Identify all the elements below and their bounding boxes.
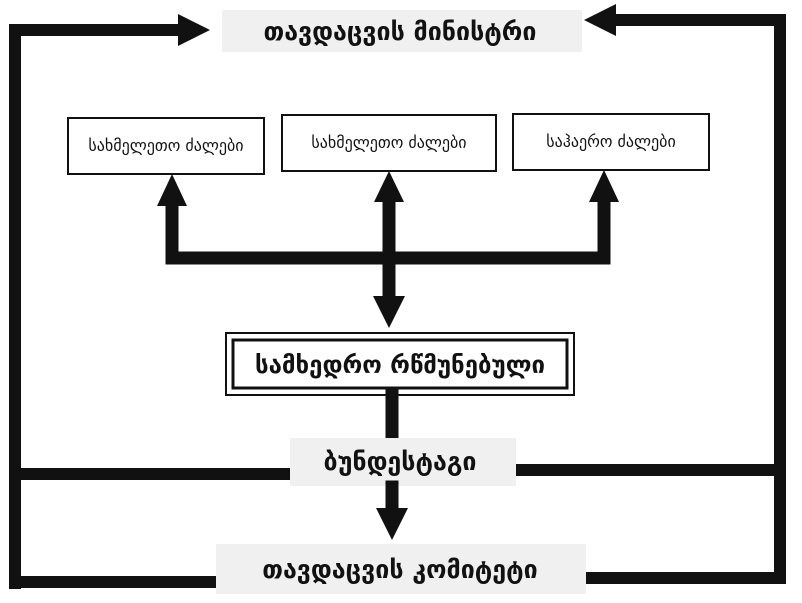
center-box-inner — [231, 338, 569, 390]
top-right-arrowhead — [584, 4, 616, 36]
branch-label-2: სახმელეთო ძალები — [311, 133, 466, 152]
bottom-label-background — [216, 544, 586, 594]
branch-arrowhead-center — [374, 171, 404, 202]
center-box-outer — [225, 332, 575, 396]
branch-box-1 — [67, 117, 265, 175]
middle-down-arrowhead — [376, 508, 408, 540]
middle-label: ბუნდესტაგი — [323, 447, 476, 476]
branch-label-1: სახმელეთო ძალები — [88, 136, 243, 155]
branch-box-3 — [512, 113, 710, 171]
branch-label-3: საჰაერო ძალები — [546, 132, 675, 151]
top-label-background — [222, 10, 582, 52]
branch-arrowhead-right — [589, 170, 619, 202]
middle-label-background — [290, 438, 516, 486]
top-label: თავდაცვის მინისტრი — [264, 17, 537, 46]
bottom-label: თავდაცვის კომიტეტი — [262, 555, 538, 584]
center-box-label: სამხედრო რწმუნებული — [255, 351, 545, 379]
top-left-arrowhead — [178, 14, 210, 46]
branch-arrowhead-left — [157, 174, 187, 206]
center-down-arrowhead — [373, 296, 405, 328]
branch-box-2 — [281, 114, 497, 172]
